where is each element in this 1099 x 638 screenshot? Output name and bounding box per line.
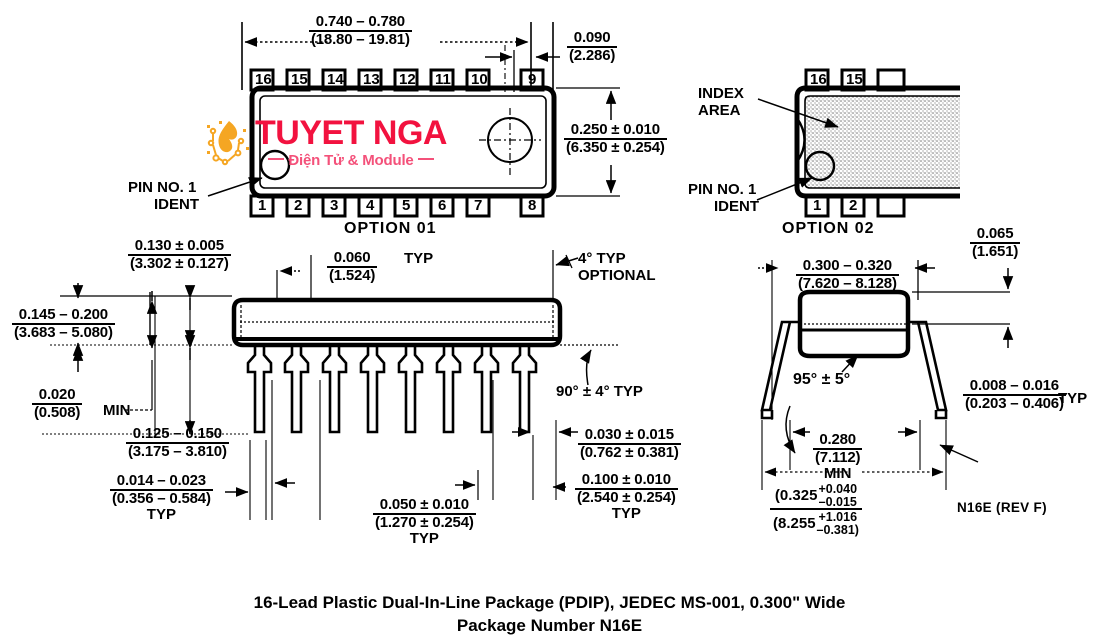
pin-label-4: 4 xyxy=(366,197,375,214)
pin-label-7: 7 xyxy=(474,197,483,214)
caption-line-2: Package Number N16E xyxy=(456,615,643,635)
pin-label-14: 14 xyxy=(327,71,344,88)
dim-standoff-range: 0.145 – 0.200 (3.683 – 5.080) xyxy=(12,306,115,341)
pin-label-1-opt02: 1 xyxy=(813,197,822,214)
dim-standoff-min-suffix: MIN xyxy=(103,402,131,419)
pin-label-10: 10 xyxy=(471,71,488,88)
dim-lead-shoulder-suffix: TYP xyxy=(404,250,434,267)
tagline-dash-right xyxy=(417,158,434,160)
dim-seated-height: 0.130 ± 0.005 (3.302 ± 0.127) xyxy=(128,237,231,272)
pin-label-12: 12 xyxy=(399,71,416,88)
pin-label-13: 13 xyxy=(363,71,380,88)
dim-lead-pitch: 0.050 ± 0.010 (1.270 ± 0.254) TYP xyxy=(373,496,476,547)
watermark-logo: TUYET NGA Điện Tử & Module xyxy=(205,116,447,168)
mm-tolerance-stack: +1.016 –0.381) xyxy=(816,510,859,537)
dim-lead-thickness-side: 0.014 – 0.023 (0.356 – 0.584) TYP xyxy=(110,472,213,523)
caption-line-1: 16-Lead Plastic Dual-In-Line Package (PD… xyxy=(253,593,846,612)
watermark-tagline: Điện Tử & Module xyxy=(288,152,414,169)
dim-body-width: 0.250 ± 0.010 (6.350 ± 0.254) xyxy=(564,121,667,156)
dim-lead-thickness-side-suffix: TYP xyxy=(146,505,176,523)
watermark-text: TUYET NGA Điện Tử & Module xyxy=(255,116,447,168)
pin-label-1: 1 xyxy=(258,197,267,214)
watermark-brand: TUYET NGA xyxy=(255,114,447,152)
pin-label-2: 2 xyxy=(294,197,303,214)
lead-angle-label-end: 95° ± 5° xyxy=(793,371,851,388)
lead-angle-label-side: 90° ± 4° TYP xyxy=(556,383,643,400)
pin-label-8: 8 xyxy=(528,197,537,214)
pin-label-15-opt02: 15 xyxy=(846,71,863,88)
pin-label-11: 11 xyxy=(435,71,451,88)
inch-tolerance-stack: +0.040 –0.015 xyxy=(818,482,858,509)
dim-overall-span-inch: (0.325 +0.040 –0.015 xyxy=(774,482,858,509)
pin-label-6: 6 xyxy=(438,197,447,214)
pin-label-15: 15 xyxy=(291,71,308,88)
dim-lead-spacing: 0.100 ± 0.010 (2.540 ± 0.254) TYP xyxy=(575,471,678,522)
dim-tip-span-min-suffix: MIN xyxy=(823,464,852,482)
dim-row-spacing: 0.300 – 0.320 (7.620 – 8.128) xyxy=(796,257,899,292)
circuit-flame-icon xyxy=(207,121,249,166)
tagline-dash-left xyxy=(268,158,285,160)
dim-lead-spacing-suffix: TYP xyxy=(611,504,641,522)
draft-angle-label: 4° TYP OPTIONAL xyxy=(578,250,656,285)
pin-label-3: 3 xyxy=(330,197,339,214)
dim-body-height: 0.125 – 0.150 (3.175 – 3.810) xyxy=(126,425,229,460)
dim-tip-span-min: 0.280 (7.112) MIN xyxy=(813,431,863,482)
option-01-label: OPTION 01 xyxy=(344,220,437,237)
dim-standoff-min: 0.020 (0.508) xyxy=(32,386,83,421)
pin1-ident-label-option02: PIN NO. 1 IDENT xyxy=(688,181,759,216)
watermark-tagline-row: Điện Tử & Module xyxy=(268,150,434,169)
dim-overall-span: (0.325 +0.040 –0.015 (8.255 +1.016 –0.38… xyxy=(770,483,862,536)
index-area-label: INDEX AREA xyxy=(698,85,744,120)
dim-lead-pitch-suffix: TYP xyxy=(409,529,439,547)
pin-label-9: 9 xyxy=(528,71,537,88)
dim-overall-span-mm: (8.255 +1.016 –0.381) xyxy=(770,508,862,536)
pin-label-16-opt02: 16 xyxy=(810,71,827,88)
dim-lead-thickness-end-suffix: TYP xyxy=(1058,390,1088,407)
dim-lead-thickness-end: 0.008 – 0.016 (0.203 – 0.406) xyxy=(963,377,1066,412)
revision-label: N16E (REV F) xyxy=(957,500,1047,515)
dim-end-margin: 0.090 (2.286) xyxy=(567,29,618,64)
dim-lead-width-side: 0.030 ± 0.015 (0.762 ± 0.381) xyxy=(578,426,681,461)
pin-label-5: 5 xyxy=(402,197,411,214)
pin1-ident-label-option01: PIN NO. 1 IDENT xyxy=(128,179,199,214)
pin-label-2-opt02: 2 xyxy=(849,197,858,214)
drawing-caption: 16-Lead Plastic Dual-In-Line Package (PD… xyxy=(0,592,1099,638)
pin-label-16: 16 xyxy=(255,71,272,88)
dim-lead-shoulder: 0.060 (1.524) xyxy=(327,249,378,284)
option-02-label: OPTION 02 xyxy=(782,220,875,237)
dim-overall-length: 0.740 – 0.780 (18.80 – 19.81) xyxy=(309,13,412,48)
dim-shoulder-height: 0.065 (1.651) xyxy=(970,225,1021,260)
